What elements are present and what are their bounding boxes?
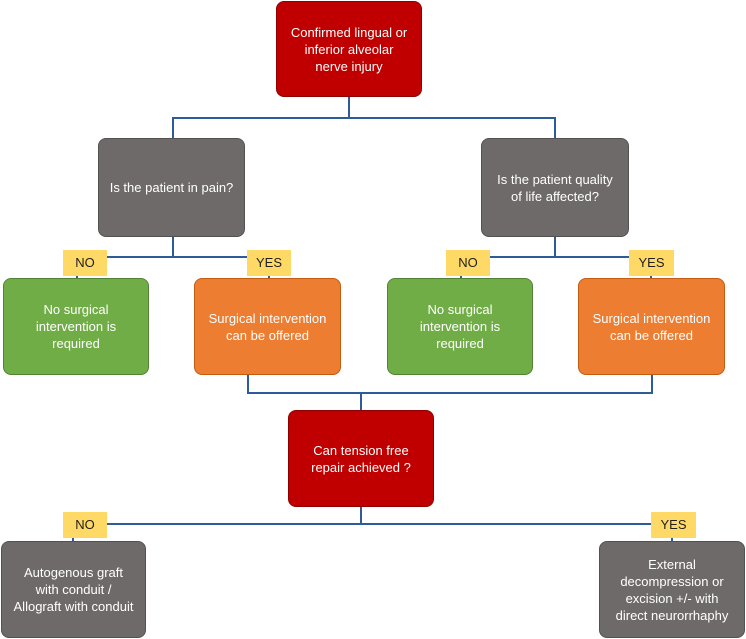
right-no-outcome-text: No surgical intervention is required	[419, 302, 501, 351]
left-no-outcome-node: No surgical intervention is required	[3, 278, 149, 375]
decompression-outcome-text: External decompression or excision +/- w…	[615, 556, 729, 623]
right-yes-outcome-node: Surgical intervention can be offered	[578, 278, 725, 375]
left-yes-outcome-node: Surgical intervention can be offered	[194, 278, 341, 375]
question-quality-text: Is the patient quality of life affected?	[497, 171, 613, 204]
question-tension-text: Can tension free repair achieved ?	[311, 442, 411, 475]
right-no-outcome-node: No surgical intervention is required	[387, 278, 533, 375]
root-node-text: Confirmed lingual or inferior alveolar n…	[290, 24, 408, 74]
decompression-outcome-node: External decompression or excision +/- w…	[599, 541, 745, 638]
question-tension-node: Can tension free repair achieved ?	[288, 410, 434, 507]
bottom-yes-label-text: YES	[660, 517, 687, 532]
left-yes-outcome-text: Surgical intervention can be offered	[208, 310, 327, 343]
left-yes-label-text: YES	[255, 255, 282, 270]
right-yes-label: YES	[629, 250, 674, 276]
root-node: Confirmed lingual or inferior alveolar n…	[276, 1, 422, 97]
question-pain-node: Is the patient in pain?	[98, 138, 245, 237]
question-quality-node: Is the patient quality of life affected?	[481, 138, 629, 237]
question-pain-text: Is the patient in pain?	[109, 180, 234, 195]
bottom-no-label-text: NO	[75, 517, 95, 532]
right-no-label: NO	[446, 250, 490, 276]
right-no-label-text: NO	[458, 255, 478, 270]
right-yes-outcome-text: Surgical intervention can be offered	[592, 310, 711, 343]
left-no-label-text: NO	[75, 255, 95, 270]
graft-outcome-text: Autogenous graft with conduit / Allograf…	[13, 565, 134, 614]
bottom-no-label: NO	[63, 512, 107, 538]
connector-yes-merge	[247, 375, 653, 394]
graft-outcome-node: Autogenous graft with conduit / Allograf…	[1, 541, 146, 638]
connector-tension-split	[72, 523, 673, 541]
left-no-label: NO	[63, 250, 107, 276]
bottom-yes-label: YES	[651, 512, 696, 538]
right-yes-label-text: YES	[638, 255, 665, 270]
connector-root-split	[172, 117, 556, 138]
left-no-outcome-text: No surgical intervention is required	[35, 302, 117, 351]
left-yes-label: YES	[247, 250, 291, 276]
